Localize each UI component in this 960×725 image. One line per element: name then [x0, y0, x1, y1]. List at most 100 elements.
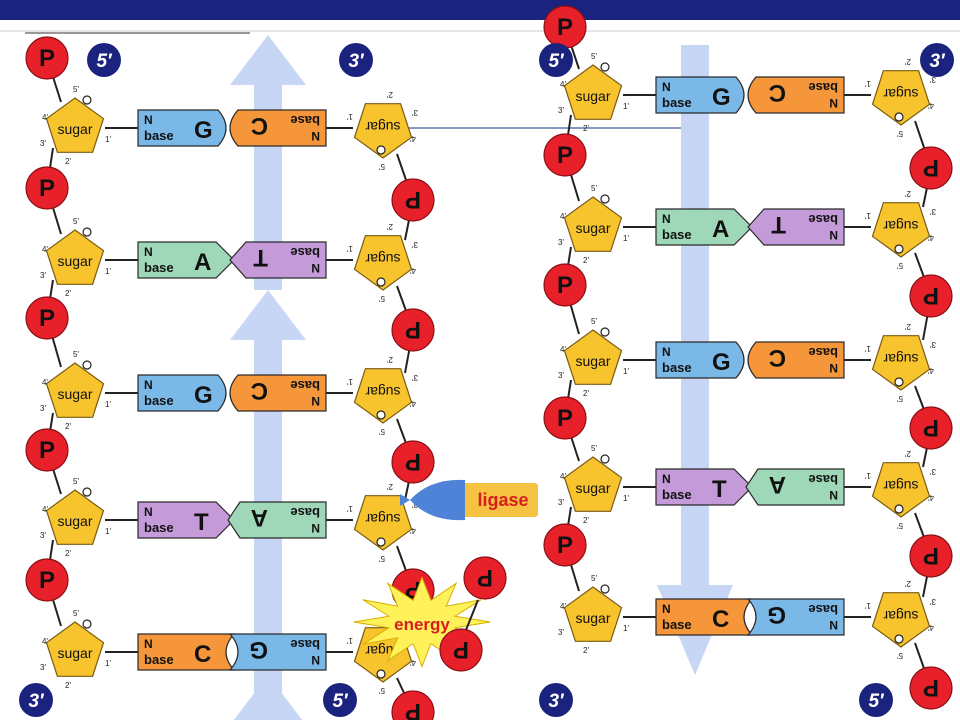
right-helix-right-sugar-5-pos-c1: 1': [865, 601, 871, 610]
left-helix-base-pair-3-left-base: [137, 374, 227, 412]
right-helix-base-pair-4-left-letter: T: [712, 476, 727, 503]
right-helix-left-phosphate-3-label: P: [557, 272, 573, 299]
right-helix-right-sugar-1-pos-c5: 5': [897, 129, 903, 138]
left-helix-left-sugar-4-pos-c4: 4': [42, 505, 48, 514]
right-helix-right-sugar-4-pentagon: [871, 462, 931, 518]
right-helix-right-sugar-2-pentagon: [871, 202, 931, 258]
left-helix-base-pair-1-right-letter: C: [251, 112, 268, 139]
right-helix-left-sugar-3-pos-c3: 3': [558, 371, 564, 380]
right-helix-right-phosphate-1-circle: [909, 146, 953, 190]
right-helix-left-sugar-4-pos-c2: 2': [583, 516, 589, 525]
right-helix-base-pair-1-right-letter: C: [769, 79, 786, 106]
right-helix-left-phosphate-4-label: P: [557, 405, 573, 432]
right-helix-left-sugar-5-pos-c5: 5': [591, 574, 597, 583]
right-helix-left-sugar-2-pos-c3: 3': [558, 238, 564, 247]
right-helix-base-pair-2-right-letter: T: [771, 211, 786, 238]
left-helix-left-phosphate-2: P: [25, 166, 69, 210]
right-helix-left-sugar-2-pos-c1: 1': [623, 234, 629, 243]
badge-right-bottom-3prime: 3′: [539, 683, 573, 717]
right-helix-left-sugar-4-pentagon: [563, 456, 623, 512]
right-helix-right-sugar-2-pos-c4: 4': [928, 233, 934, 242]
right-helix-base-pair-2-left-n: N: [662, 212, 671, 226]
ligase-tab: [410, 479, 465, 521]
badge-right-top-3prime-label: 3′: [929, 51, 946, 72]
left-helix-base-pair-3-left-letter: G: [194, 382, 213, 409]
left-helix-right-sugar-2-pos-c5: 5': [379, 294, 385, 303]
free-phosphate-2-label: P: [453, 636, 469, 663]
left-helix-base-pair-5-right-base: [228, 633, 327, 671]
left-helix-base-pair-3-right-n: N: [311, 394, 320, 408]
left-helix-left-sugar-3-pos-c3: 3': [40, 404, 46, 413]
right-helix-left-sugar-1-pos-c4: 4': [560, 80, 566, 89]
left-helix-right-sugar-5-pos-c4: 4': [410, 658, 416, 667]
left-helix-left-sugar-3-oxygen: [82, 360, 92, 370]
right-helix-right-sugar-1-pos-c3: 3': [930, 75, 936, 84]
right-helix-right-sugar-3-pos-c2: 2': [905, 322, 911, 331]
right-helix-base-pair-5-left-n: N: [662, 602, 671, 616]
right-helix-left-sugar-5-pos-c3: 3': [558, 628, 564, 637]
right-helix-base-pair-2-right-n: N: [829, 228, 838, 242]
right-helix-right-sugar-3-oxygen: [894, 377, 904, 387]
left-helix-base-pair-5-right-n: N: [311, 653, 320, 667]
left-helix-base-pair-5-right-base-word: base: [290, 637, 320, 652]
left-helix-base-pair-2-left-n: N: [144, 245, 153, 259]
left-helix-left-sugar-2-pos-c1: 1': [105, 267, 111, 276]
right-helix-right-phosphate-4-circle: [909, 534, 953, 578]
left-helix-left-sugar-3-pos-c2: 2': [65, 422, 71, 431]
right-helix-right-sugar-1-label: sugar: [883, 86, 918, 102]
left-helix-left-sugar-1-label: sugar: [57, 121, 92, 137]
up-arrow-bottom-shape: [230, 675, 306, 725]
right-helix-left-phosphate-2-label: P: [557, 142, 573, 169]
left-helix-right-phosphate-5-circle: [391, 690, 435, 725]
badge-left-top-5prime: 5′: [87, 43, 121, 77]
right-helix-left-sugar-1-oxygen: [600, 62, 610, 72]
left-helix-left-sugar-5-pos-c1: 1': [105, 659, 111, 668]
left-helix-left-sugar-3-label: sugar: [57, 386, 92, 402]
right-helix-right-sugar-4-oxygen: [894, 504, 904, 514]
right-helix-base-pair-3-right-base: [747, 341, 845, 379]
right-helix-right-sugar-3-pentagon: [871, 335, 931, 391]
right-helix-left-sugar-2-pentagon: [563, 196, 623, 252]
left-helix-left-sugar-3-pentagon: [45, 362, 105, 418]
left-helix-base-pair-1-left-base-word: base: [144, 128, 174, 143]
right-helix-left-sugar-2-pos-c2: 2': [583, 256, 589, 265]
right-helix-right-sugar-5-pos-c2: 2': [905, 579, 911, 588]
free-phosphate-1: P: [463, 556, 507, 600]
left-helix-base-pair-4-right-letter: A: [251, 504, 268, 531]
right-helix-left-phosphate-5-label: P: [557, 532, 573, 559]
right-helix-left-sugar-4-oxygen: [600, 454, 610, 464]
right-helix-left-sugar-4-pos-c5: 5': [591, 444, 597, 453]
left-helix-left-sugar-3-pos-c4: 4': [42, 378, 48, 387]
left-helix-right-sugar-1-pos-c4: 4': [410, 134, 416, 143]
right-helix-right-sugar-1-pos-c4: 4': [928, 101, 934, 110]
right-helix-right-phosphate-2-label: P: [923, 282, 939, 309]
badge-right-top-3prime-circle: [920, 43, 954, 77]
left-helix-right-phosphate-1-circle: [391, 178, 435, 222]
left-helix-right-phosphate-3-circle: [391, 440, 435, 484]
right-helix-base-pair-1-right-base: [747, 76, 845, 114]
right-helix-left-sugar-4-pos-c3: 3': [558, 498, 564, 507]
right-helix-left-phosphate-4: P: [543, 396, 587, 440]
left-helix-base-pair-3-right-letter: C: [251, 377, 268, 404]
left-helix-right-phosphate-3: P: [391, 440, 435, 484]
left-helix-right-phosphate-2-label: P: [405, 316, 421, 343]
right-helix-base-pair-3-right-n: N: [829, 361, 838, 375]
left-helix-base-pair-5-left-n: N: [144, 637, 153, 651]
right-helix-left-sugar-2-oxygen: [600, 194, 610, 204]
left-helix-left-sugar-2-label: sugar: [57, 253, 92, 269]
left-helix-left-sugar-2-pos-c2: 2': [65, 289, 71, 298]
right-helix-left-phosphate-3-circle: [543, 263, 587, 307]
right-helix-left-sugar-3-oxygen: [600, 327, 610, 337]
left-helix-left-sugar-4-pentagon: [45, 489, 105, 545]
left-helix-base-pair-1-left-letter: G: [194, 117, 213, 144]
left-helix-right-phosphate-1-label: P: [405, 186, 421, 213]
right-helix-left-phosphate-2-circle: [543, 133, 587, 177]
right-helix-base-pair-4-left-n: N: [662, 472, 671, 486]
